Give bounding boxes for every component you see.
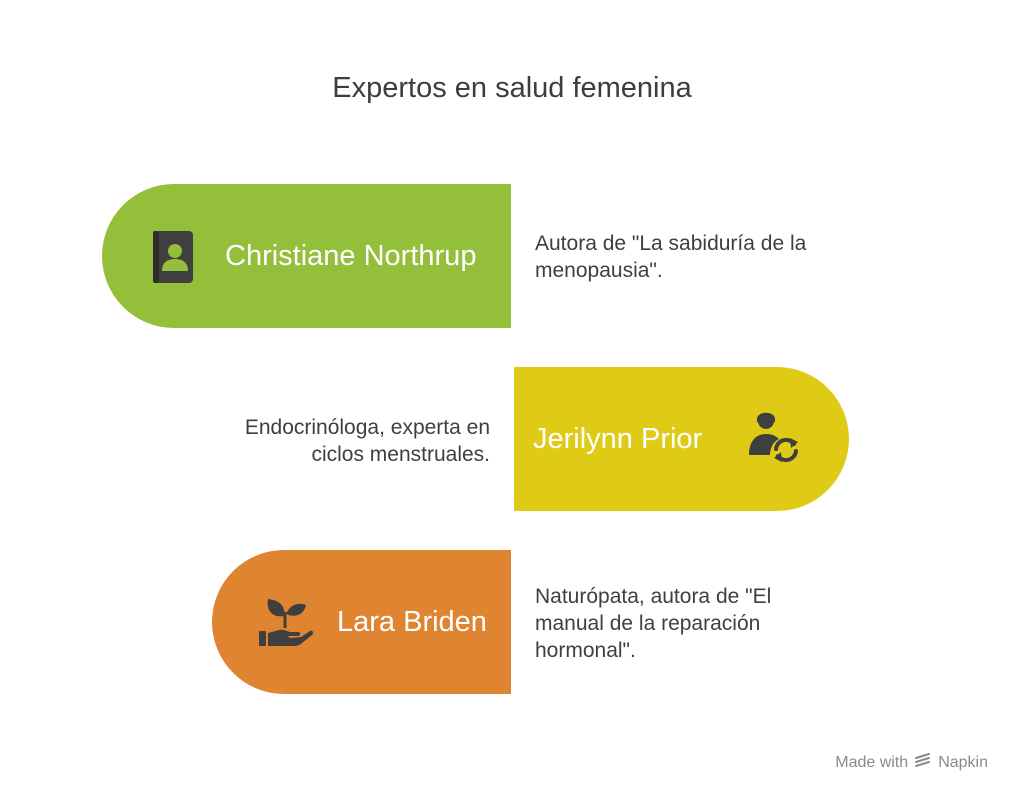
expert-pill-northrup: Christiane Northrup [102, 184, 511, 328]
book-person-icon [147, 228, 203, 284]
napkin-logo-icon [914, 752, 932, 773]
expert-name: Lara Briden [337, 605, 487, 638]
expert-pill-prior: Jerilynn Prior [514, 367, 849, 511]
person-cycle-icon [746, 409, 802, 465]
expert-description: Endocrinóloga, experta en ciclos menstru… [244, 416, 490, 466]
watermark-prefix: Made with [835, 753, 909, 771]
expert-name: Jerilynn Prior [533, 422, 703, 455]
napkin-watermark: Made with Napkin [835, 752, 988, 773]
expert-name: Christiane Northrup [225, 239, 477, 272]
watermark-brand: Napkin [938, 753, 988, 771]
expert-description: Autora de "La sabiduría de la menopausia… [535, 232, 807, 282]
hand-plant-icon [257, 594, 313, 650]
diagram-title: Expertos en salud femenina [332, 72, 692, 104]
expert-description: Naturópata, autora de "El manual de la r… [535, 585, 772, 662]
expert-pill-briden: Lara Briden [212, 550, 511, 694]
